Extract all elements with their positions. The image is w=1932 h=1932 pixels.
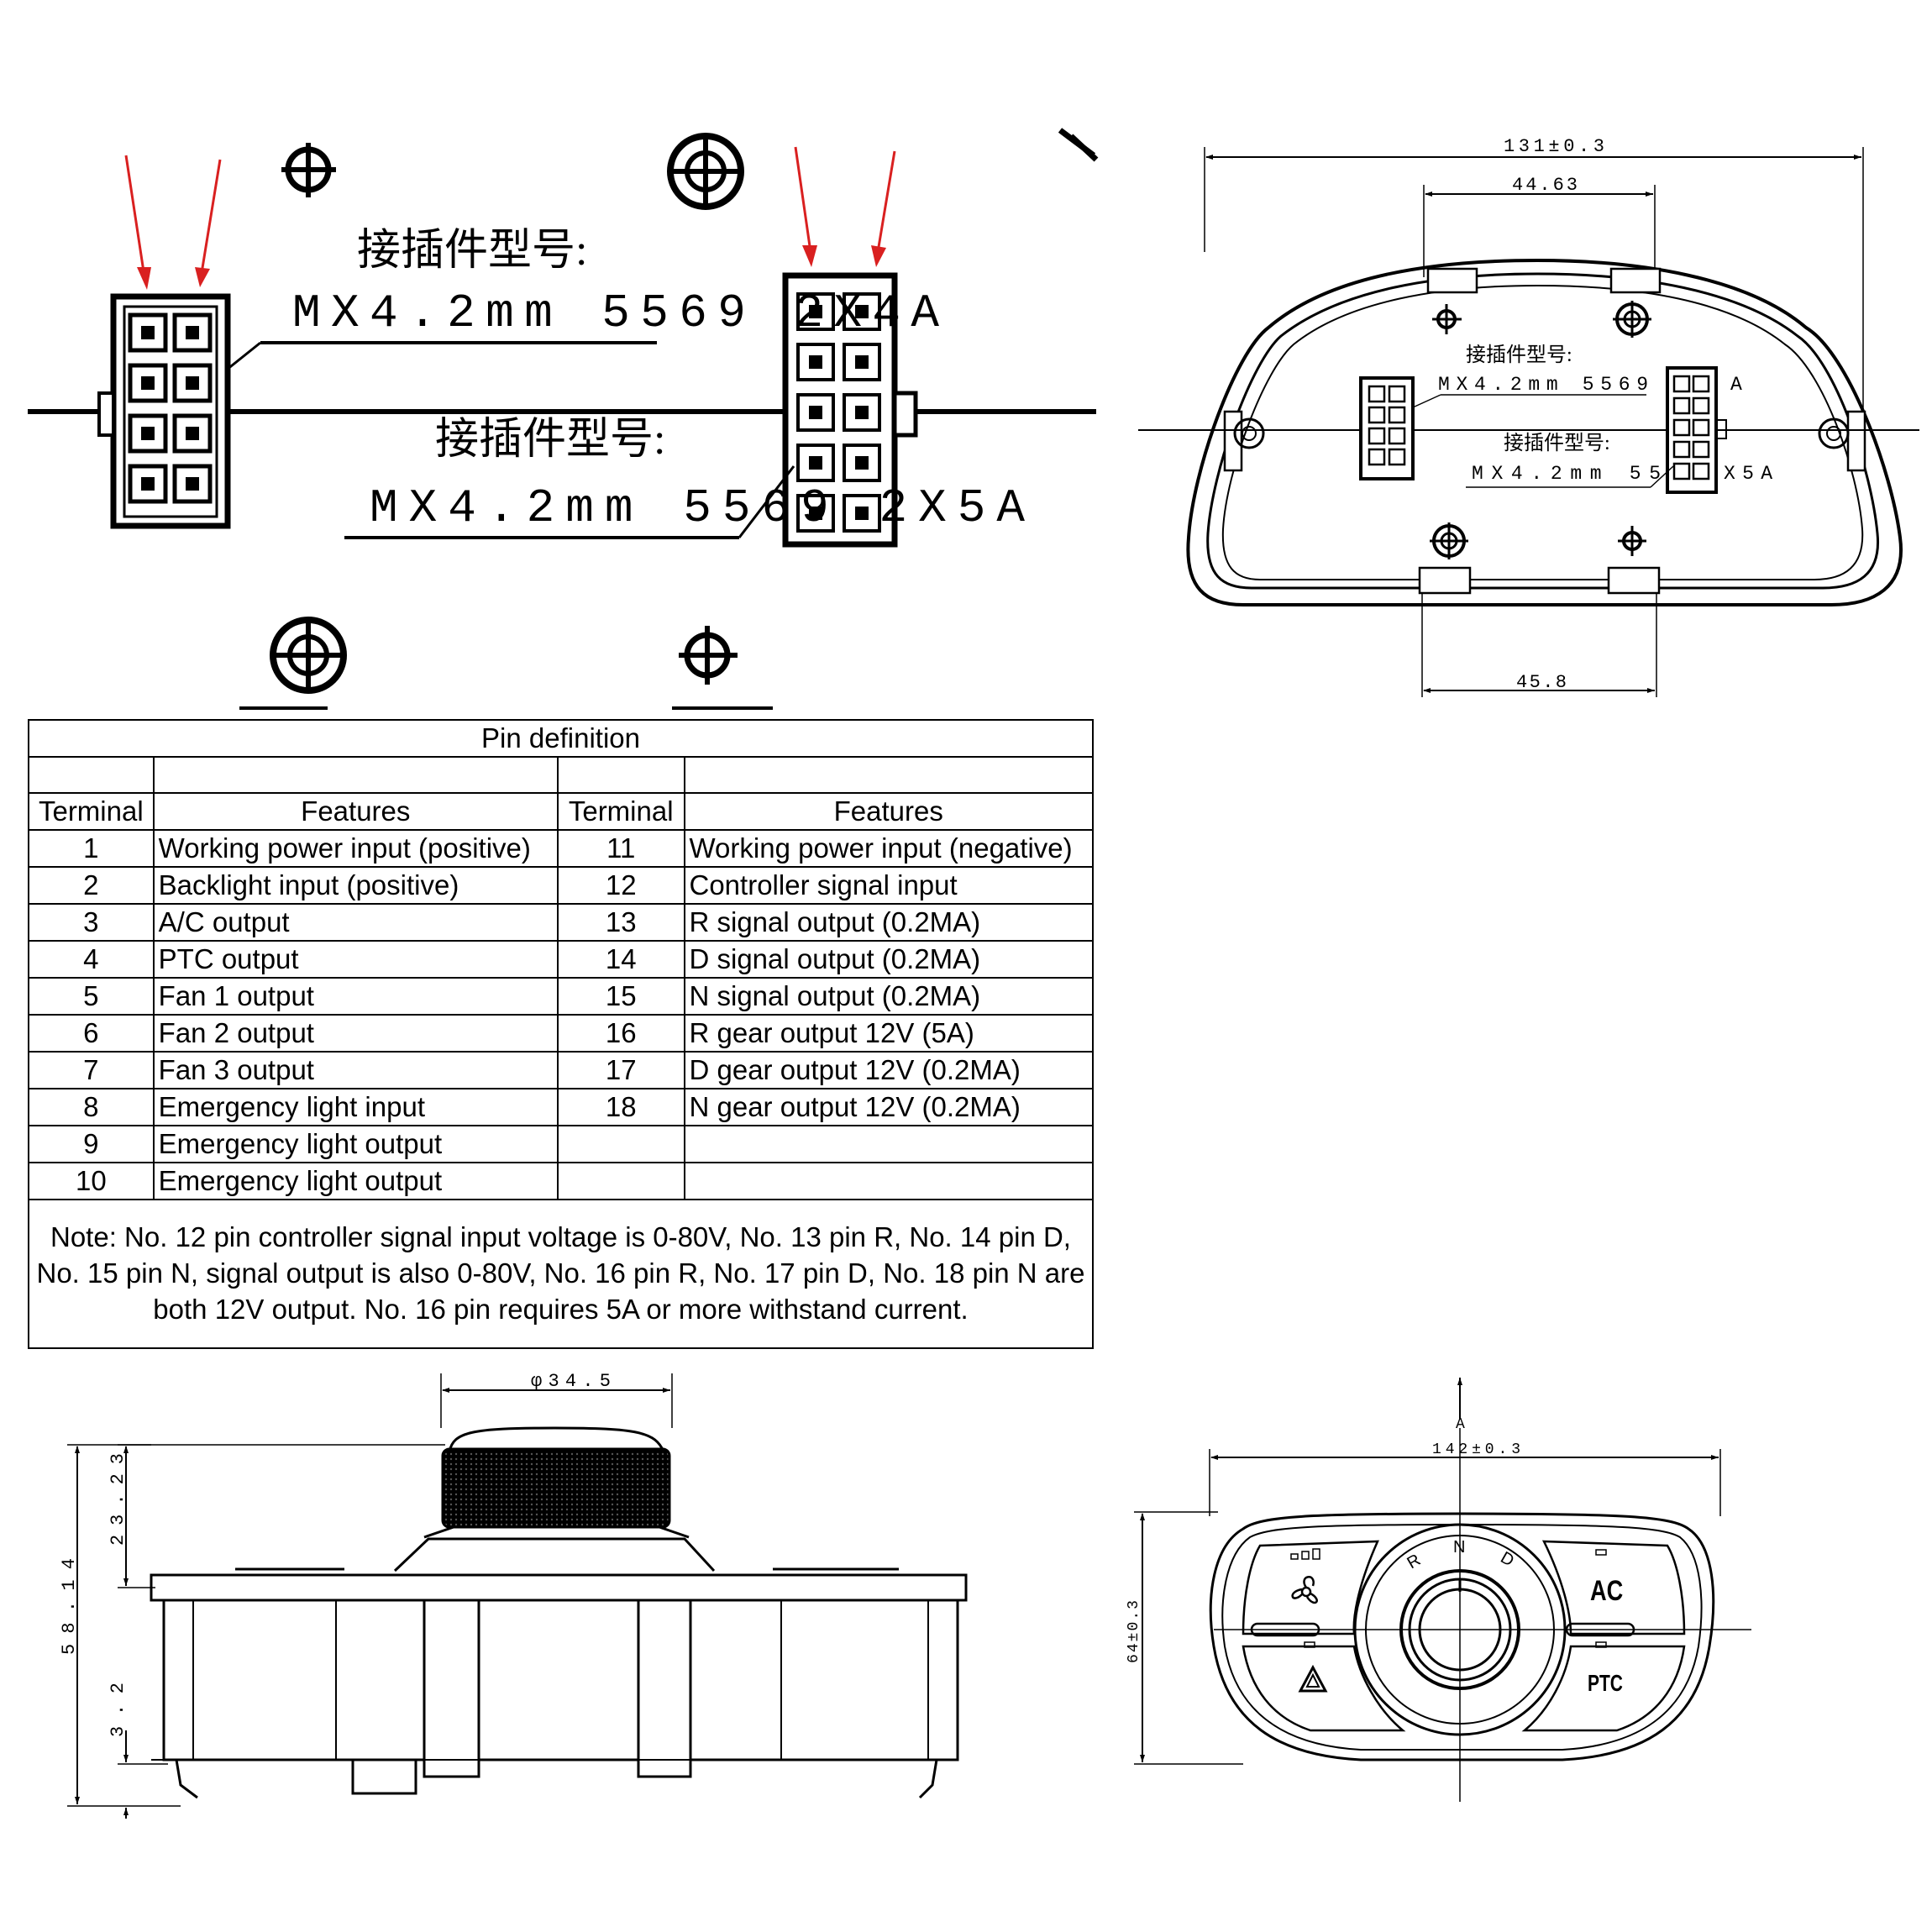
table-cell: 15 bbox=[556, 977, 685, 1016]
table-cell: N gear output 12V (0.2MA) bbox=[683, 1088, 1094, 1126]
pin-table-note: Note: No. 12 pin controller signal input… bbox=[28, 1199, 1094, 1349]
front-dim-height: 64±0.3 bbox=[1126, 1600, 1142, 1663]
pin-table-blank-row bbox=[28, 756, 1094, 794]
front-view-text: A 142±0.3 64±0.3 R N D AC PTC bbox=[1126, 1416, 1623, 1697]
table-cell: 13 bbox=[556, 903, 685, 942]
table-cell: 14 bbox=[556, 940, 685, 979]
table-cell: 18 bbox=[556, 1088, 685, 1126]
gear-label-n: N bbox=[1453, 1538, 1465, 1557]
connector-label-cn-1: 接插件型号: bbox=[357, 227, 587, 275]
header-terminal-2: Terminal bbox=[556, 792, 685, 831]
front-section-mark: A bbox=[1456, 1416, 1465, 1433]
fan-icon bbox=[1291, 1576, 1318, 1604]
table-cell: 4 bbox=[28, 940, 155, 979]
table-cell: Working power input (negative) bbox=[683, 829, 1094, 868]
registration-target-4 bbox=[679, 626, 738, 685]
button-ac-label: AC bbox=[1590, 1574, 1623, 1607]
red-arrows-right bbox=[794, 146, 896, 267]
table-cell: 11 bbox=[556, 829, 685, 868]
table-row: 2 Backlight input (positive) 12 Controll… bbox=[28, 866, 1094, 905]
table-cell: Working power input (positive) bbox=[152, 829, 559, 868]
table-cell: Emergency light input bbox=[152, 1088, 559, 1126]
rear-connector-model-b: MX4.2mm 55 bbox=[1472, 463, 1661, 485]
table-cell: 5 bbox=[28, 977, 155, 1016]
table-cell: 12 bbox=[556, 866, 685, 905]
connector-2x4 bbox=[97, 293, 231, 529]
table-cell: D gear output 12V (0.2MA) bbox=[683, 1051, 1094, 1089]
table-cell bbox=[556, 1162, 685, 1200]
header-features-2: Features bbox=[683, 792, 1094, 831]
rear-connector-label-1: 接插件型号: bbox=[1466, 344, 1572, 366]
header-terminal-1: Terminal bbox=[28, 792, 155, 831]
table-cell: Fan 2 output bbox=[152, 1014, 559, 1053]
table-cell: Fan 3 output bbox=[152, 1051, 559, 1089]
table-cell: 16 bbox=[556, 1014, 685, 1053]
side-view bbox=[67, 1373, 968, 1819]
red-arrows-left bbox=[124, 155, 222, 290]
hazard-triangle-icon bbox=[1298, 1664, 1328, 1693]
table-row: 10 Emergency light output bbox=[28, 1162, 1094, 1200]
side-dim-knob-diameter: φ34.5 bbox=[531, 1371, 611, 1392]
table-cell: 6 bbox=[28, 1014, 155, 1053]
connector-model-right: MX4.2mm 5569 2X5A bbox=[370, 481, 1025, 535]
table-cell: 10 bbox=[28, 1162, 155, 1200]
connector-detail: 接插件型号: MX4.2mm 5569 2X4A 接插件型号: MX4.2mm … bbox=[28, 128, 1099, 710]
registration-target-3 bbox=[270, 617, 347, 694]
connector-label-cn-2: 接插件型号: bbox=[435, 416, 665, 464]
header-features-1: Features bbox=[152, 792, 559, 831]
table-cell: Controller signal input bbox=[683, 866, 1094, 905]
table-row: 9 Emergency light output bbox=[28, 1125, 1094, 1163]
table-cell: 17 bbox=[556, 1051, 685, 1089]
gear-label-r: R bbox=[1404, 1551, 1425, 1572]
table-cell bbox=[683, 1125, 1094, 1163]
table-cell: 9 bbox=[28, 1125, 155, 1163]
table-row: 7 Fan 3 output 17 D gear output 12V (0.2… bbox=[28, 1051, 1094, 1089]
table-cell: 8 bbox=[28, 1088, 155, 1126]
table-row: 4 PTC output 14 D signal output (0.2MA) bbox=[28, 940, 1094, 979]
table-row: 1 Working power input (positive) 11 Work… bbox=[28, 829, 1094, 868]
table-cell: PTC output bbox=[152, 940, 559, 979]
rear-dim-top-spacing: 44.63 bbox=[1512, 175, 1578, 196]
rear-view-text: 131±0.3 44.63 45.8 接插件型号: MX4.2mm 5569 A… bbox=[1438, 136, 1772, 693]
table-cell: 1 bbox=[28, 829, 155, 868]
side-dim-bottom: 3.2 bbox=[108, 1683, 129, 1737]
registration-target-2 bbox=[667, 133, 744, 210]
front-view bbox=[1134, 1378, 1751, 1802]
pin-table-title: Pin definition bbox=[28, 719, 1094, 758]
registration-target-1 bbox=[281, 143, 336, 197]
pin-definition-table: Pin definition Terminal Features Termina… bbox=[28, 719, 1094, 1349]
table-row: 5 Fan 1 output 15 N signal output (0.2MA… bbox=[28, 977, 1094, 1016]
corner-hatch bbox=[1058, 128, 1099, 162]
pin-table-header-row: Terminal Features Terminal Features bbox=[28, 792, 1094, 831]
table-cell: D signal output (0.2MA) bbox=[683, 940, 1094, 979]
table-cell: A/C output bbox=[152, 903, 559, 942]
table-cell bbox=[556, 1125, 685, 1163]
table-cell: Fan 1 output bbox=[152, 977, 559, 1016]
table-cell: Backlight input (positive) bbox=[152, 866, 559, 905]
table-row: 6 Fan 2 output 16 R gear output 12V (5A) bbox=[28, 1014, 1094, 1053]
connector-model-left: MX4.2mm 5569 2X4A bbox=[292, 286, 939, 340]
rear-connector-model-b-suffix: X5A bbox=[1724, 463, 1772, 485]
rear-connector-model-a: MX4.2mm 5569 bbox=[1438, 374, 1648, 396]
table-cell: Emergency light output bbox=[152, 1162, 559, 1200]
table-cell: R signal output (0.2MA) bbox=[683, 903, 1094, 942]
table-cell: 7 bbox=[28, 1051, 155, 1089]
table-cell bbox=[683, 1162, 1094, 1200]
rear-connector-model-a-suffix: A bbox=[1730, 374, 1742, 396]
rear-view bbox=[1138, 147, 1919, 697]
rear-connector-label-2: 接插件型号: bbox=[1504, 432, 1610, 454]
button-ptc-label: PTC bbox=[1588, 1671, 1623, 1697]
table-cell: N signal output (0.2MA) bbox=[683, 977, 1094, 1016]
rear-dim-width: 131±0.3 bbox=[1504, 136, 1604, 157]
table-cell: 3 bbox=[28, 903, 155, 942]
front-dim-width: 142±0.3 bbox=[1432, 1441, 1520, 1458]
table-row: 3 A/C output 13 R signal output (0.2MA) bbox=[28, 903, 1094, 942]
connector-2x5 bbox=[782, 272, 918, 548]
table-cell: 2 bbox=[28, 866, 155, 905]
table-cell: Emergency light output bbox=[152, 1125, 559, 1163]
table-cell: R gear output 12V (5A) bbox=[683, 1014, 1094, 1053]
table-row: 8 Emergency light input 18 N gear output… bbox=[28, 1088, 1094, 1126]
